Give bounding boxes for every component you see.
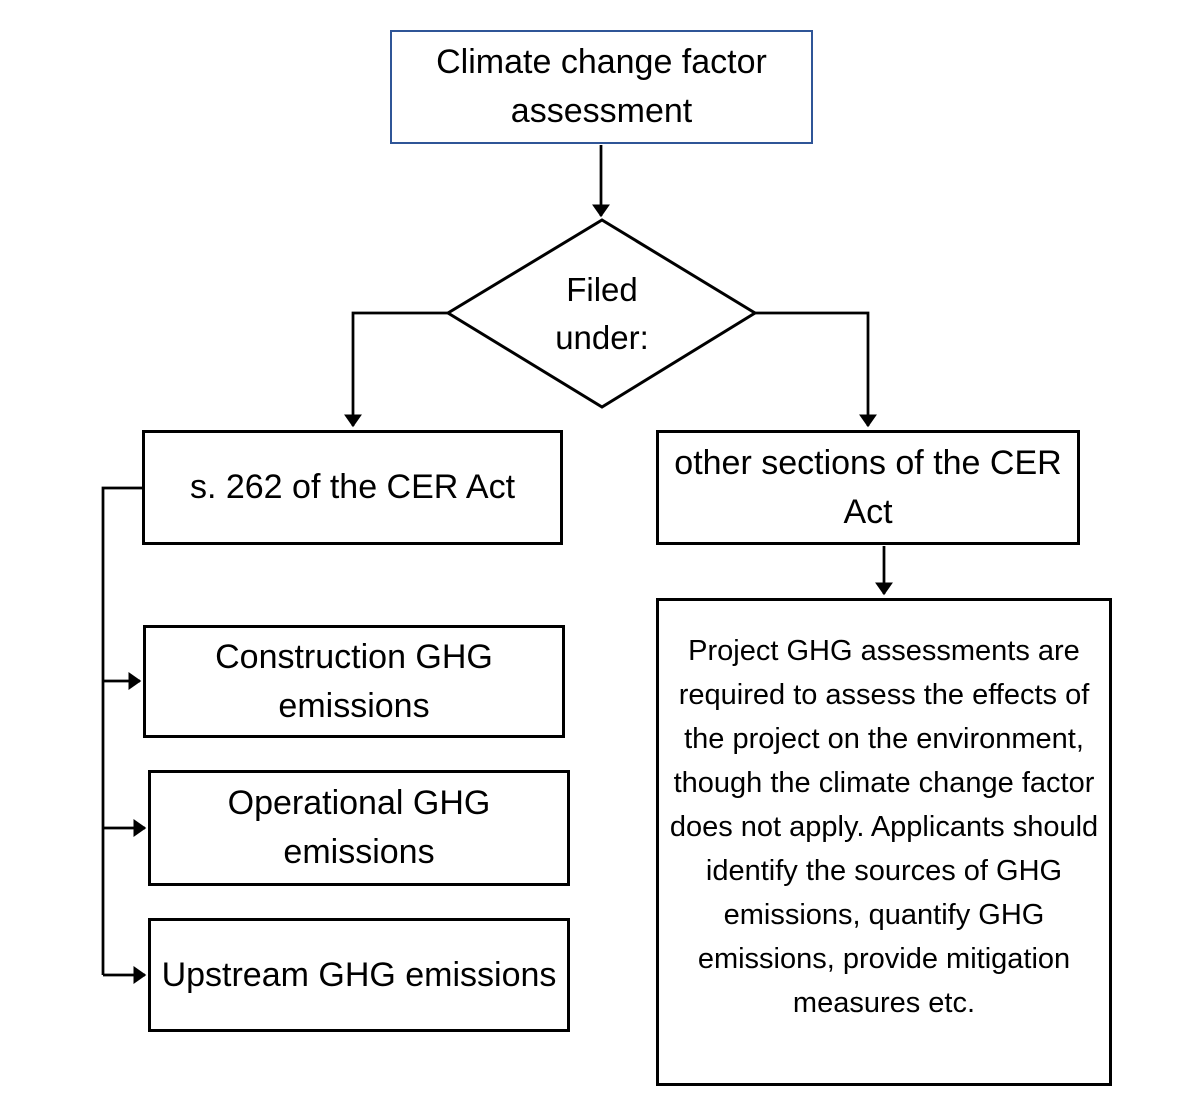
node-s262-cer-act: s. 262 of the CER Act [142,430,563,545]
node-label: Upstream GHG emissions [161,955,557,994]
node-label: Filed under: [555,271,649,356]
node-project-ghg-note: Project GHG assessments are required to … [656,598,1112,1086]
node-label: Operational GHG emissions [227,784,491,871]
edge-decision-to-s262 [344,311,448,428]
node-label: s. 262 of the CER Act [189,468,516,506]
node-climate-change-factor-assessment: Climate change factor assessment [390,30,813,144]
node-other-sections-cer-act: other sections of the CER Act [656,430,1080,545]
node-construction-ghg-emissions: Construction GHG emissions [143,625,565,738]
note-text: Project GHG assessments are required to … [669,635,1099,1019]
node-decision-filed-under: Filed under: [532,266,672,362]
node-upstream-ghg-emissions: Upstream GHG emissions [148,918,570,1032]
node-label: other sections of the CER Act [674,443,1062,531]
edge-s262-trunk [101,486,142,975]
node-operational-ghg-emissions: Operational GHG emissions [148,770,570,886]
decision-diamond-shape [445,218,758,409]
edge-decision-to-other-sections [755,311,877,428]
node-label: Construction GHG emissions [215,637,493,725]
node-label: Climate change factor assessment [436,43,767,130]
